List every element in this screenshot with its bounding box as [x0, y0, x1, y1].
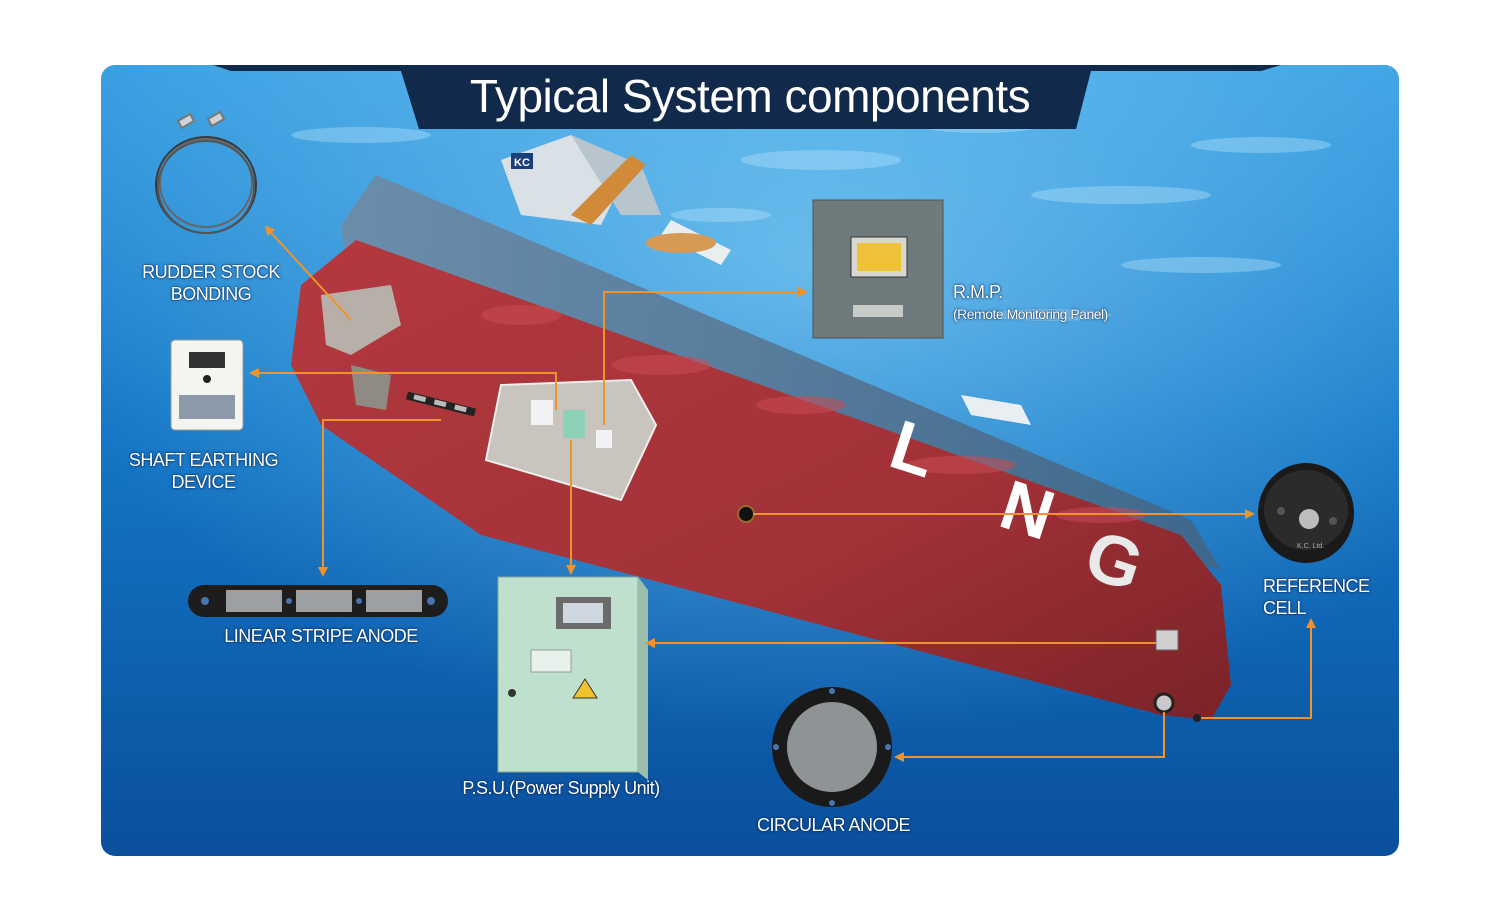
diagram-scene: KC L N G [101, 65, 1399, 856]
label-circular-anode: CIRCULAR ANODE [756, 815, 911, 835]
diagram-panel: KC L N G [101, 65, 1399, 856]
linear-stripe-anode-icon [188, 585, 448, 617]
arrow-circular-anode [894, 712, 1165, 762]
hull-circular-anode-port [1153, 692, 1175, 714]
hull-bow-cell-port [1193, 714, 1201, 722]
label-rudder-stock: RUDDER STOCK BONDING [131, 261, 291, 305]
label-reference-cell-line2: CELL [1263, 598, 1307, 618]
label-rmp-line1: R.M.P. [953, 282, 1003, 302]
label-rudder-stock-line1: RUDDER STOCK [142, 262, 280, 282]
hull-wave-marks [481, 305, 1146, 523]
arrow-shaft-earthing [249, 368, 557, 410]
label-rudder-stock-line2: BONDING [170, 284, 252, 304]
arrow-linear-stripe [318, 419, 441, 577]
shaft-earthing-device-icon [170, 339, 244, 431]
ship-superstructure: KC [501, 135, 1031, 425]
connector-arrows [249, 225, 1316, 762]
title-tab [401, 69, 1091, 129]
rudder [321, 285, 401, 355]
label-reference-cell-line1: REFERENCE [1263, 576, 1370, 596]
reference-cell-mark: K.C. Ltd. [1297, 543, 1324, 550]
label-reference-cell: REFERENCE CELL [1263, 575, 1383, 619]
remote-monitoring-panel-icon [812, 199, 944, 339]
hull-stripe-anode [406, 391, 476, 417]
label-shaft-earthing-line2: DEVICE [171, 472, 236, 492]
power-supply-unit-icon [497, 576, 648, 780]
ship-hull [291, 240, 1231, 720]
arrow-bow-reference-cell [1201, 618, 1316, 719]
rudder-stock-cable-icon [155, 110, 257, 234]
water-ripples [291, 117, 1331, 321]
hull-psu-junction [1155, 629, 1179, 651]
ship-logo-icon [511, 153, 533, 169]
label-psu: P.S.U.(Power Supply Unit) [462, 778, 660, 798]
arrow-rmp [603, 287, 808, 425]
label-rmp-line2: (Remote Monitoring Panel) [953, 306, 1108, 322]
propeller [351, 365, 391, 410]
label-rmp: R.M.P. (Remote Monitoring Panel) [953, 281, 1153, 325]
hull-reference-cell-port [737, 505, 755, 523]
label-shaft-earthing: SHAFT EARTHING DEVICE [121, 449, 286, 493]
arrow-rudder-stock [264, 225, 352, 321]
label-shaft-earthing-line1: SHAFT EARTHING [128, 450, 279, 470]
ship-logo-text: KC [514, 157, 530, 169]
page-title: Typical System components [469, 70, 1031, 122]
label-linear-stripe-anode: LINEAR STRIPE ANODE [224, 626, 418, 646]
reference-cell-icon: K.C. Ltd. [1258, 463, 1354, 563]
circular-anode-icon [772, 687, 892, 807]
